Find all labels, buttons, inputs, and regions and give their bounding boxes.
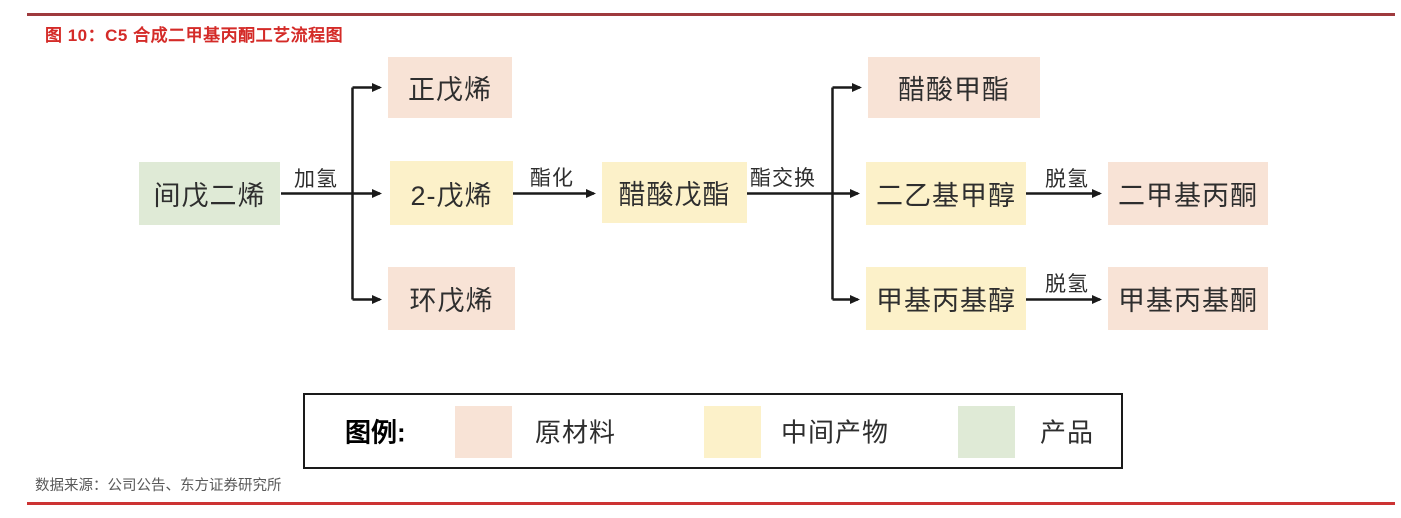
node-methyl-acetate: 醋酸甲酯	[868, 57, 1040, 118]
legend-box: 图例: 原材料 中间产物 产品	[303, 393, 1123, 469]
legend-title: 图例:	[345, 417, 406, 448]
figure-title: 图 10：C5 合成二甲基丙酮工艺流程图	[45, 26, 344, 45]
node-dimethyl-acetone: 二甲基丙酮	[1108, 162, 1268, 225]
node-methyl-propyl-alcohol: 甲基丙基醇	[866, 267, 1026, 330]
node-2-pentene: 2-戊烯	[390, 161, 513, 225]
legend-label-raw-material: 原材料	[535, 417, 617, 448]
legend-label-intermediate: 中间产物	[781, 417, 890, 448]
data-source-note: 数据来源：公司公告、东方证券研究所	[35, 478, 282, 494]
node-cyclopentene: 环戊烯	[388, 267, 515, 330]
edge-label-hydrogenation: 加氢	[294, 168, 338, 191]
bottom-divider-rule	[27, 502, 1395, 505]
edge-label-transesterification: 酯交换	[750, 167, 816, 190]
legend-swatch-intermediate	[704, 406, 761, 458]
edge-label-esterification: 酯化	[530, 167, 574, 190]
node-pentadiene: 间戊二烯	[139, 162, 280, 225]
node-amyl-acetate: 醋酸戊酯	[602, 162, 747, 223]
edge-label-dehydrogenation-bottom: 脱氢	[1045, 273, 1089, 296]
node-diethyl-methanol: 二乙基甲醇	[866, 162, 1026, 225]
legend-swatch-raw-material	[455, 406, 512, 458]
node-methyl-propyl-ketone: 甲基丙基酮	[1108, 267, 1268, 330]
node-n-pentene: 正戊烯	[388, 57, 512, 118]
legend-label-product: 产品	[1040, 417, 1095, 448]
legend-swatch-product	[958, 406, 1015, 458]
edge-label-dehydrogenation-top: 脱氢	[1045, 168, 1089, 191]
top-divider-rule	[27, 13, 1395, 16]
